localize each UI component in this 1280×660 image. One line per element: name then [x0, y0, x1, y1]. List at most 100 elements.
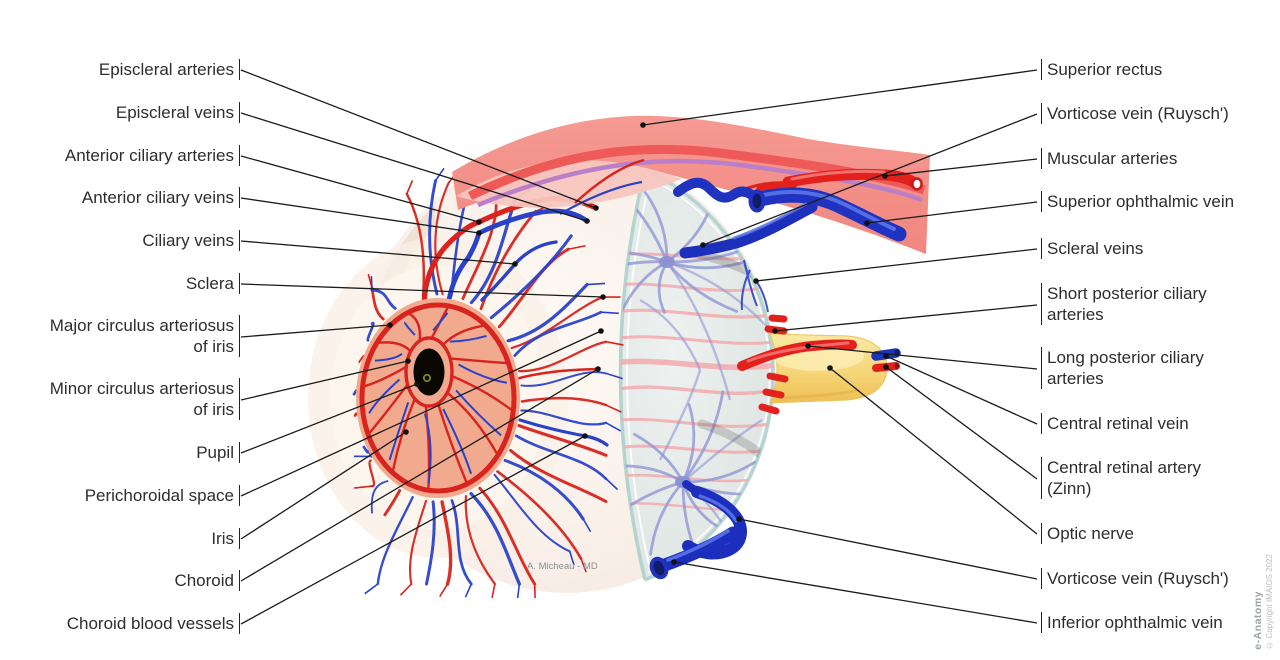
label-line: Anterior ciliary arteries — [64, 146, 234, 165]
label-superior-ophthalmic-vein: Superior ophthalmic vein — [1041, 191, 1234, 212]
label-line: Pupil — [196, 443, 234, 462]
leader-scleral-veins — [755, 248, 1038, 282]
leader-dot-scleral-veins — [753, 278, 759, 284]
leader-dot-central-retinal-vein — [883, 353, 889, 359]
label-iris: Iris — [211, 528, 240, 549]
watermark-brand: e-Anatomy — [1252, 591, 1264, 650]
leader-choroid-blood-vessels — [240, 435, 586, 625]
label-line: Major circulus arteriosus — [49, 316, 234, 335]
leader-dot-short-posterior-ciliary-arteries — [772, 328, 778, 334]
label-line: Vorticose vein (Ruysch') — [1047, 569, 1229, 588]
leader-minor-circulus-arteriosus-of-iris — [240, 360, 409, 401]
leader-ciliary-veins — [240, 240, 516, 265]
label-line: arteries — [1047, 369, 1104, 388]
label-scleral-veins: Scleral veins — [1041, 238, 1143, 259]
leader-dot-long-posterior-ciliary-arteries — [805, 343, 811, 349]
leader-vorticose-vein-ruysch-inferior — [738, 518, 1038, 580]
label-line: Choroid blood vessels — [66, 614, 234, 633]
label-long-posterior-ciliary-arteries: Long posterior ciliary arteries — [1041, 347, 1204, 389]
label-line: Superior ophthalmic vein — [1047, 192, 1235, 211]
superior-rectus-muscle — [452, 115, 930, 255]
leader-inferior-ophthalmic-vein — [673, 561, 1038, 624]
leader-optic-nerve — [829, 367, 1038, 535]
label-line: of iris — [193, 400, 234, 419]
label-muscular-arteries: Muscular arteries — [1041, 148, 1177, 169]
leader-dot-major-circulus-arteriosus-of-iris — [387, 322, 393, 328]
watermark-copyright: © Copyright IMAIOS 2022 — [1265, 554, 1274, 650]
label-anterior-ciliary-arteries: Anterior ciliary arteries — [65, 145, 240, 166]
label-pupil: Pupil — [196, 442, 240, 463]
leader-major-circulus-arteriosus-of-iris — [240, 324, 391, 338]
leader-dot-vorticose-vein-ruysch-inferior — [736, 516, 742, 522]
label-central-retinal-artery-zinn: Central retinal artery(Zinn) — [1041, 457, 1201, 499]
leader-dot-vorticose-vein-ruysch-superior — [700, 242, 706, 248]
leader-central-retinal-vein — [885, 355, 1038, 425]
label-line: Anterior ciliary veins — [81, 188, 234, 207]
label-anterior-ciliary-veins: Anterior ciliary veins — [82, 187, 240, 208]
label-line: Short posterior ciliary — [1047, 284, 1207, 303]
leader-sclera — [240, 283, 604, 298]
figure-credit: A. Micheau - MD — [527, 561, 598, 572]
leader-dot-inferior-ophthalmic-vein — [671, 559, 677, 565]
label-line: Vorticose vein (Ruysch') — [1047, 104, 1229, 123]
leader-lines — [240, 69, 1038, 625]
label-line: arteries — [1047, 305, 1104, 324]
label-line: Minor circulus arteriosus — [49, 379, 234, 398]
label-line: Inferior ophthalmic vein — [1047, 613, 1223, 632]
label-line: Perichoroidal space — [84, 486, 234, 505]
label-ciliary-veins: Ciliary veins — [142, 230, 240, 251]
leader-dot-superior-ophthalmic-vein — [864, 220, 870, 226]
leader-superior-ophthalmic-vein — [866, 201, 1038, 224]
label-line: Central retinal vein — [1047, 414, 1189, 433]
label-line: Superior rectus — [1047, 60, 1163, 79]
label-line: Long posterior ciliary — [1047, 348, 1204, 367]
label-short-posterior-ciliary-arteries: Short posterior ciliary arteries — [1041, 283, 1207, 325]
label-choroid: Choroid — [174, 570, 240, 591]
label-line: Optic nerve — [1047, 524, 1134, 543]
leader-short-posterior-ciliary-arteries — [774, 304, 1038, 332]
label-vorticose-vein-ruysch-inferior: Vorticose vein (Ruysch') — [1041, 568, 1229, 589]
leader-episcleral-arteries — [240, 69, 597, 209]
leader-long-posterior-ciliary-arteries — [807, 345, 1038, 370]
leader-dot-iris — [403, 429, 409, 435]
leader-dot-choroid-blood-vessels — [582, 433, 588, 439]
iris — [356, 298, 520, 498]
label-choroid-blood-vessels: Choroid blood vessels — [67, 613, 240, 634]
leader-perichoroidal-space — [240, 330, 602, 497]
vorticose-vein-patterns — [620, 182, 774, 561]
label-line: Muscular arteries — [1047, 149, 1178, 168]
label-inferior-ophthalmic-vein: Inferior ophthalmic vein — [1041, 612, 1223, 633]
leader-dot-optic-nerve — [827, 365, 833, 371]
label-central-retinal-vein: Central retinal vein — [1041, 413, 1189, 434]
leader-dot-sclera — [600, 294, 606, 300]
label-superior-rectus: Superior rectus — [1041, 59, 1162, 80]
leader-dot-superior-rectus — [640, 122, 646, 128]
label-episcleral-veins: Episcleral veins — [116, 102, 240, 123]
label-line: Episcleral arteries — [98, 60, 234, 79]
leader-iris — [240, 431, 407, 540]
label-perichoroidal-space: Perichoroidal space — [85, 485, 240, 506]
label-line: Scleral veins — [1047, 239, 1144, 258]
label-line: (Zinn) — [1047, 479, 1092, 498]
inferior-vessel-tubes — [649, 480, 747, 580]
leader-dot-choroid — [595, 366, 601, 372]
leader-dot-ciliary-veins — [512, 261, 518, 267]
leader-dot-muscular-arteries — [882, 173, 888, 179]
leader-dot-episcleral-veins — [584, 218, 590, 224]
leader-dot-pupil — [414, 381, 420, 387]
leader-central-retinal-artery-zinn — [885, 366, 1038, 480]
leader-dot-minor-circulus-arteriosus-of-iris — [405, 358, 411, 364]
choroid-blood-vessels — [352, 167, 624, 599]
leader-vorticose-vein-ruysch-superior — [702, 113, 1038, 246]
label-line: Episcleral veins — [115, 103, 234, 122]
label-sclera: Sclera — [186, 273, 240, 294]
label-minor-circulus-arteriosus-of-iris: Minor circulus arteriosus of iris — [50, 378, 240, 420]
leader-episcleral-veins — [240, 112, 588, 222]
superior-vessel-tubes — [673, 168, 923, 313]
leader-dot-anterior-ciliary-veins — [476, 230, 482, 236]
leader-pupil — [240, 383, 418, 454]
leader-dot-episcleral-arteries — [593, 205, 599, 211]
